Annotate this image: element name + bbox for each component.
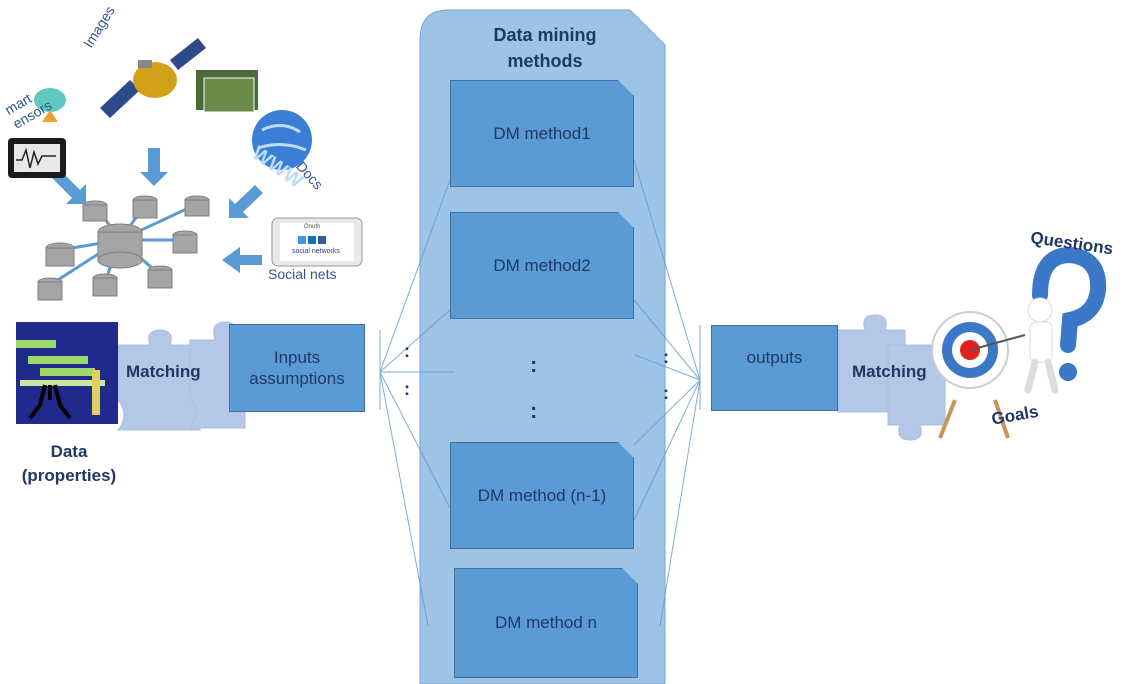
phone-caption-text: social networks: [292, 248, 340, 255]
satellite-icon: [100, 38, 258, 118]
ellipsis-right-2: :: [663, 383, 669, 403]
target-goal-icon: [931, 311, 1026, 439]
source-arrows: [52, 148, 263, 273]
www-globe-icon: WWW: [248, 110, 312, 193]
assumptions-label: assumptions: [249, 369, 345, 388]
ellipsis-right-1: :: [663, 347, 669, 367]
data-label: Data (properties): [10, 440, 128, 488]
data-label-line2: (properties): [21, 466, 117, 485]
panel-title-line1: Data mining: [493, 25, 597, 45]
dm-method-1[interactable]: DM method1: [450, 80, 634, 187]
arrow-from-social: [222, 247, 262, 273]
left-matching-label: Matching: [126, 362, 201, 381]
arrow-from-images: [140, 148, 168, 186]
social-nets-label: Social nets: [268, 266, 337, 282]
outputs-box[interactable]: outputs: [711, 325, 838, 411]
data-label-line1: Data: [50, 442, 88, 461]
ellipsis-left-1: :: [404, 341, 410, 361]
dm-method-n-1[interactable]: DM method (n-1): [450, 442, 634, 549]
arrow-from-sensors: [52, 170, 86, 204]
dm-method-2[interactable]: DM method2: [450, 212, 634, 319]
panel-title-line2: methods: [507, 51, 583, 71]
database-network-icon: [37, 195, 210, 301]
ellipsis-upper: :: [530, 352, 538, 377]
left-fan-lines: [379, 179, 455, 627]
right-puzzle-icon: [837, 314, 946, 441]
dm-method-1-label: DM method1: [493, 123, 591, 143]
dm-method-n[interactable]: DM method n: [454, 568, 638, 678]
inputs-label: Inputs: [273, 348, 321, 367]
right-fan-lines: [633, 159, 701, 627]
dm-method-2-label: DM method2: [493, 255, 591, 275]
smart-sensor-icon: [8, 88, 66, 178]
ellipsis-lower: :: [530, 398, 538, 423]
phone-header-text: Onuth: [304, 224, 321, 230]
dm-method-n-label: DM method n: [494, 613, 598, 632]
ellipsis-left-2: :: [404, 379, 410, 399]
right-matching-label: Matching: [852, 362, 927, 381]
panel-title: Data mining methods: [470, 22, 620, 74]
outputs-label: outputs: [746, 347, 803, 367]
inputs-assumptions-box[interactable]: Inputs assumptions: [229, 324, 365, 412]
social-phone-icon: [271, 217, 363, 267]
dm-method-n-1-label: DM method (n-1): [477, 485, 607, 505]
arrow-from-docs: [229, 185, 263, 218]
question-mark-icon: [1024, 246, 1107, 394]
data-properties-image: [16, 322, 118, 424]
